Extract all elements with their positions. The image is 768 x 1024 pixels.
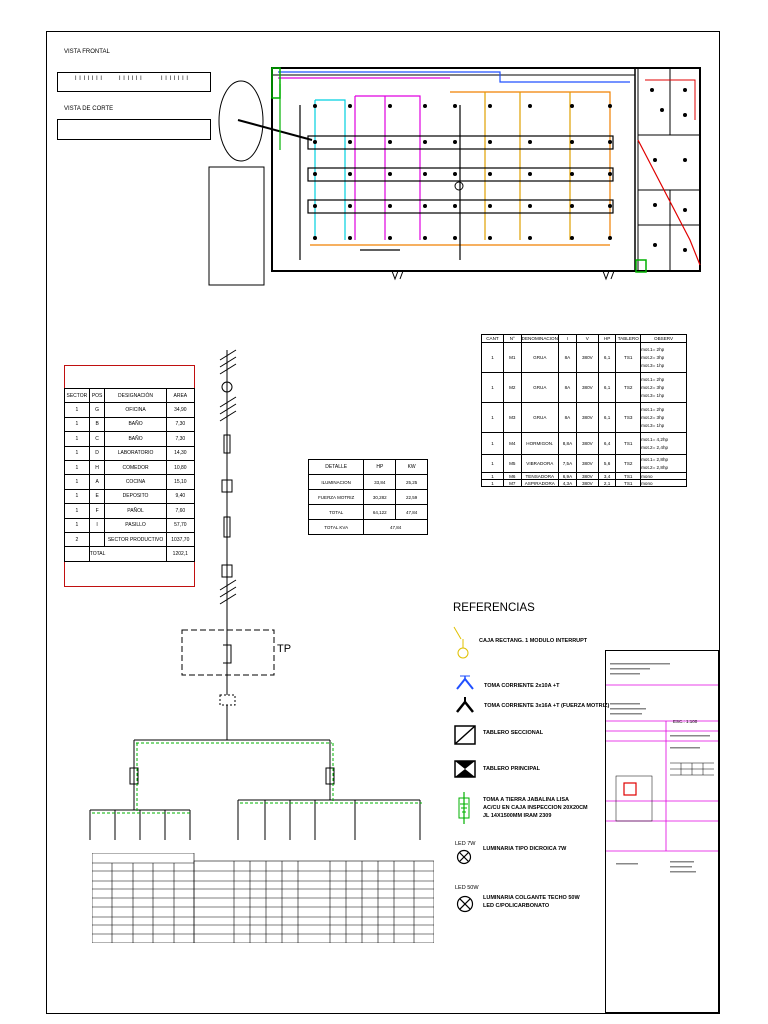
circuits-table — [91, 852, 435, 944]
detail-header: DETALLE — [307, 459, 365, 475]
ref-switch-box-label: CAJA RECTANG. 1 MODULO INTERRUPT — [479, 638, 588, 644]
ref-dichroic-label: LUMINARIA TIPO DICROICA 7W — [483, 846, 567, 852]
feeder-line — [237, 119, 313, 141]
section-view-label: VISTA DE CORTE — [64, 106, 114, 112]
title-block-grid — [606, 663, 718, 873]
exterior-block — [208, 166, 265, 286]
ref-outlet-10a-label: TOMA CORRIENTE 2x10A +T — [484, 683, 560, 689]
ref-ground-rod-detail: AC/CU EN CAJA INSPECCION 20X20CM — [483, 805, 588, 811]
front-view-mark: ǀ ǀ ǀ ǀ ǀ ǀ ǀ — [161, 76, 189, 82]
switch-box-icon — [453, 626, 469, 659]
pendant-tag: LED 50W — [455, 885, 479, 891]
drawing-frame — [46, 31, 720, 1014]
ref-outlet-16a-label: TOMA CORRIENTE 3x16A +T (FUERZA MOTRIZ) — [484, 703, 610, 709]
outlet-16a-icon — [456, 697, 474, 713]
front-view-label: VISTA FRONTAL — [64, 49, 110, 55]
ref-main-board-label: TABLERO PRINCIPAL — [483, 766, 540, 772]
main-board-icon — [454, 760, 476, 778]
ref-ground-rod-label: TOMA A TIERRA JABALINA LISA — [483, 797, 569, 803]
floor-plan — [208, 67, 701, 286]
motors-table: CANT N° DENOMINACION I V HP TABLERO OBSE… — [481, 334, 687, 487]
single-line-diagram — [89, 349, 422, 840]
ref-ground-rod-detail: JL 14X1500MM IRAM 2309 — [483, 813, 552, 819]
scale-label: ESC.: 1:100 — [673, 719, 698, 724]
front-view-mark: ǀ ǀ ǀ ǀ ǀ ǀ — [119, 76, 143, 82]
dichroic-lamp-icon — [456, 849, 472, 865]
pendant-lamp-icon — [456, 895, 474, 913]
dichroic-tag: LED 7W — [455, 841, 476, 847]
references-title: REFERENCIAS — [453, 602, 535, 614]
building-outline — [271, 67, 701, 272]
front-view-mark: ǀ ǀ ǀ ǀ ǀ ǀ ǀ — [75, 76, 103, 82]
front-view-box: ǀ ǀ ǀ ǀ ǀ ǀ ǀ ǀ ǀ ǀ ǀ ǀ ǀ ǀ ǀ ǀ ǀ ǀ ǀ ǀ — [57, 72, 211, 92]
water-tank-outline — [218, 80, 264, 162]
circuits-grid — [91, 852, 435, 944]
ref-pendant-detail: LED C/POLICARBONATO — [483, 903, 550, 909]
outlet-10a-icon — [456, 675, 474, 690]
sectional-board-icon — [454, 725, 476, 745]
tp-label: TP — [277, 643, 292, 655]
title-block: ESC.: 1:100 — [605, 650, 719, 1013]
section-view-box — [57, 119, 211, 140]
ref-pendant-label: LUMINARIA COLGANTE TECHO 50W — [483, 895, 580, 901]
ref-sectional-board-label: TABLERO SECCIONAL — [483, 730, 544, 736]
ground-rod-icon — [458, 792, 470, 824]
area-header: AREA — [165, 387, 196, 404]
